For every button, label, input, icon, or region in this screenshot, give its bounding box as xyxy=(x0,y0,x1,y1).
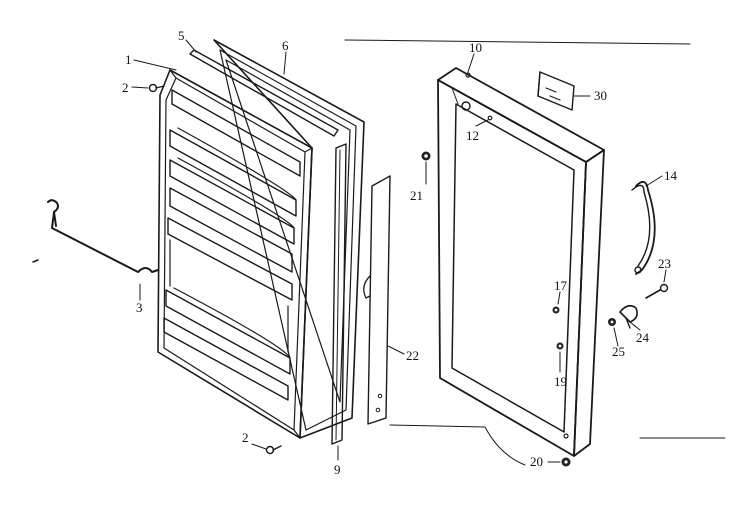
callout-9: 9 xyxy=(334,462,341,477)
part-handle xyxy=(631,180,656,275)
callout-14: 14 xyxy=(664,168,678,183)
callout-21: 21 xyxy=(410,188,423,203)
part-25-washer xyxy=(608,318,616,326)
callout-2-top: 2 xyxy=(122,80,129,95)
part-2-screw-bottom xyxy=(265,445,282,455)
part-side-strip xyxy=(331,143,347,445)
callout-1: 1 xyxy=(125,52,132,67)
callout-30: 30 xyxy=(594,88,607,103)
callout-12: 12 xyxy=(466,128,479,143)
callout-6: 6 xyxy=(282,38,289,53)
callout-5: 5 xyxy=(178,28,185,43)
callout-3: 3 xyxy=(136,300,143,315)
part-door-gasket xyxy=(213,39,365,439)
callout-labels: 1 2 5 6 3 2 9 22 21 10 12 30 14 17 19 20… xyxy=(122,28,678,477)
part-hinge-plate xyxy=(363,175,391,425)
scan-artifacts xyxy=(32,39,726,466)
callout-17: 17 xyxy=(554,278,568,293)
callout-25: 25 xyxy=(612,344,625,359)
part-breaker-strip xyxy=(189,49,339,137)
callout-24: 24 xyxy=(636,330,650,345)
part-door-liner xyxy=(157,69,313,439)
part-19-plug xyxy=(556,342,564,350)
part-shelf-rod xyxy=(47,199,159,273)
callout-10: 10 xyxy=(469,40,482,55)
part-17-plug xyxy=(552,306,560,314)
callout-22: 22 xyxy=(406,348,419,363)
part-20-plug xyxy=(561,457,571,467)
callout-2-bottom: 2 xyxy=(242,430,249,445)
part-2-screw-top xyxy=(148,83,165,93)
part-24-lock xyxy=(619,304,638,329)
leader-lines xyxy=(131,39,667,463)
callout-23: 23 xyxy=(658,256,671,271)
part-23-screw xyxy=(645,283,669,299)
part-21-grommet xyxy=(421,151,431,161)
part-outer-door xyxy=(437,67,605,457)
part-bracket xyxy=(537,71,575,111)
callout-19: 19 xyxy=(554,374,567,389)
callout-20: 20 xyxy=(530,454,543,469)
